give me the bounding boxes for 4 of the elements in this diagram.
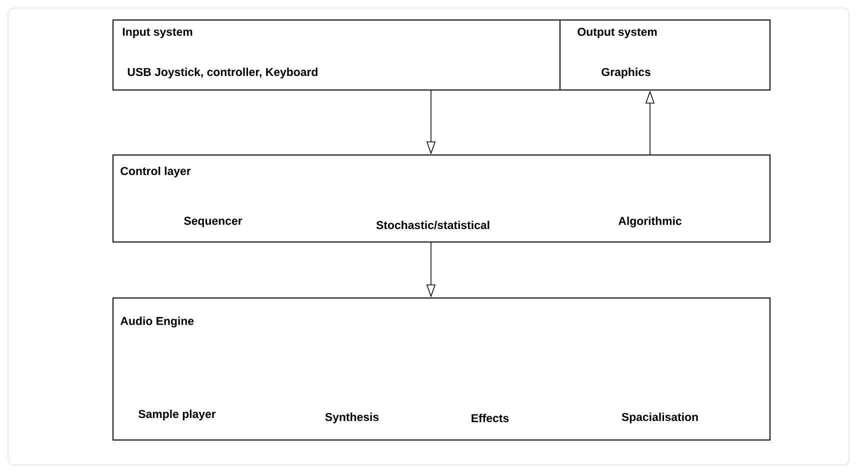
layer-box: Audio Engine Sample player Synthesis Effects Spacialisation (112, 298, 770, 440)
layer-box: Control layer Sequencer Stochastic/statistical Algorithmic (112, 154, 770, 242)
layer-box: Output system Graphics (560, 20, 770, 90)
layer-box: Input system USB Joystick, controller, Keyboard (112, 20, 560, 90)
